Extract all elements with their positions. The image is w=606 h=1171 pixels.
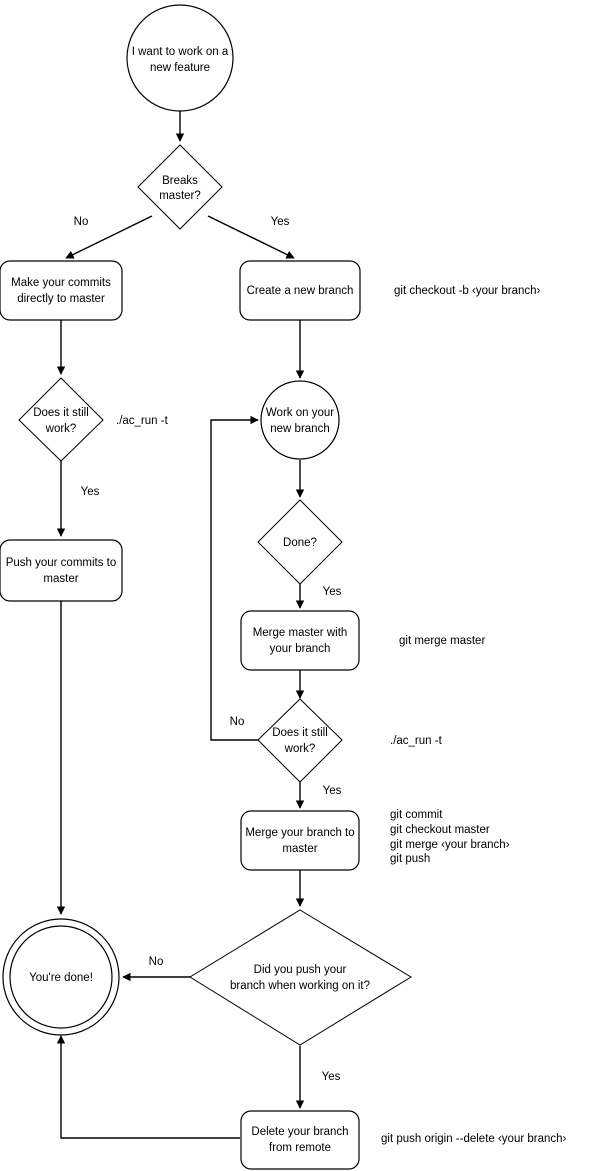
annotation-git-merge-master: git merge master bbox=[399, 635, 485, 647]
merge-branch-to-master-label-line1: Merge your branch to bbox=[245, 827, 354, 839]
make-commits-label-line1: Make your commits bbox=[11, 277, 111, 289]
breaks-master-label-line2: master? bbox=[159, 190, 201, 202]
annotation-git-push: git push bbox=[390, 853, 430, 865]
breaks-master-label-line1: Breaks bbox=[162, 175, 198, 187]
work-on-branch-circle bbox=[260, 380, 340, 460]
create-branch-label: Create a new branch bbox=[247, 285, 354, 297]
start-circle bbox=[126, 4, 234, 112]
edge-label-right-work-yes: Yes bbox=[323, 785, 342, 797]
did-you-push-diamond bbox=[189, 909, 412, 1046]
node-merge-branch-to-master[interactable]: Merge your branch to master bbox=[240, 810, 360, 871]
edge-label-done-yes: Yes bbox=[323, 586, 342, 598]
edge-label-breaks-yes: Yes bbox=[271, 216, 290, 228]
merge-master-with-branch-label-line1: Merge master with bbox=[253, 627, 348, 639]
merge-master-with-branch-box bbox=[240, 610, 360, 671]
merge-master-with-branch-label-line2: your branch bbox=[270, 643, 331, 655]
done-question-label: Done? bbox=[283, 537, 317, 549]
did-you-push-label-line1: Did you push your bbox=[254, 964, 347, 976]
merge-branch-to-master-box bbox=[240, 810, 360, 871]
edge-label-push-no: No bbox=[149, 956, 164, 968]
work-on-branch-label-line2: new branch bbox=[270, 423, 329, 435]
annotation-git-push-origin-delete: git push origin --delete ‹your branch› bbox=[381, 1133, 567, 1145]
make-commits-box bbox=[0, 260, 123, 321]
breaks-master-diamond bbox=[137, 144, 223, 230]
start-label-line2: new feature bbox=[150, 62, 210, 74]
push-commits-label-line1: Push your commits to bbox=[6, 557, 117, 569]
node-does-it-work-right[interactable]: Does it still work? bbox=[257, 698, 343, 783]
edge-label-right-work-no: No bbox=[230, 716, 245, 728]
annotation-git-checkout-master: git checkout master bbox=[390, 824, 490, 836]
node-work-on-branch[interactable]: Work on your new branch bbox=[260, 380, 340, 460]
node-done-question[interactable]: Done? bbox=[257, 499, 343, 585]
node-start[interactable]: I want to work on a new feature bbox=[126, 4, 234, 112]
merge-branch-to-master-label-line2: master bbox=[282, 843, 317, 855]
delete-branch-label-line2: from remote bbox=[269, 1142, 331, 1154]
annotation-ac-run-right: ./ac_run -t bbox=[390, 735, 443, 747]
edge-labels-layer: No Yes Yes Yes No Yes No Yes bbox=[74, 216, 342, 1083]
edge-breaks-yes-to-create-branch bbox=[207, 215, 295, 259]
youre-done-inner-circle bbox=[9, 925, 113, 1029]
node-does-it-work-left[interactable]: Does it still work? bbox=[18, 377, 104, 462]
does-it-work-right-label-line2: work? bbox=[284, 743, 316, 755]
edge-does-it-work-right-no-loop bbox=[210, 415, 259, 741]
annotation-git-merge-your-branch: git merge ‹your branch› bbox=[390, 839, 510, 851]
youre-done-label: You're done! bbox=[29, 972, 93, 984]
annotation-ac-run-left: ./ac_run -t bbox=[116, 415, 169, 427]
node-delete-branch[interactable]: Delete your branch from remote bbox=[240, 1110, 360, 1170]
edges-layer bbox=[56, 111, 305, 1139]
edge-label-left-work-yes: Yes bbox=[81, 486, 100, 498]
work-on-branch-label-line1: Work on your bbox=[266, 407, 334, 419]
node-breaks-master[interactable]: Breaks master? bbox=[137, 144, 223, 230]
annotation-git-checkout-b: git checkout -b ‹your branch› bbox=[394, 285, 541, 297]
does-it-work-left-diamond bbox=[18, 377, 104, 462]
does-it-work-right-diamond bbox=[257, 698, 343, 783]
start-label-line1: I want to work on a bbox=[132, 46, 229, 58]
done-question-diamond bbox=[257, 499, 343, 585]
does-it-work-right-label-line1: Does it still bbox=[272, 727, 328, 739]
annotation-git-commit: git commit bbox=[390, 809, 443, 821]
make-commits-label-line2: directly to master bbox=[17, 293, 105, 305]
did-you-push-label-line2: branch when working on it? bbox=[230, 980, 370, 992]
does-it-work-left-label-line1: Does it still bbox=[33, 407, 89, 419]
delete-branch-box bbox=[240, 1110, 360, 1170]
node-create-branch[interactable]: Create a new branch bbox=[239, 260, 361, 321]
edge-breaks-no-to-make-commits bbox=[65, 215, 153, 259]
annotations-layer: git checkout -b ‹your branch› ./ac_run -… bbox=[116, 285, 567, 1145]
create-branch-box bbox=[239, 260, 361, 321]
edge-delete-branch-to-youre-done bbox=[56, 1035, 240, 1139]
edge-label-push-yes: Yes bbox=[322, 1071, 341, 1083]
delete-branch-label-line1: Delete your branch bbox=[251, 1126, 348, 1138]
edge-label-breaks-no: No bbox=[74, 216, 89, 228]
node-did-you-push[interactable]: Did you push your branch when working on… bbox=[189, 909, 412, 1046]
node-merge-master-with-branch[interactable]: Merge master with your branch bbox=[240, 610, 360, 671]
node-push-commits[interactable]: Push your commits to master bbox=[0, 539, 123, 602]
node-youre-done[interactable]: You're done! bbox=[2, 918, 120, 1036]
does-it-work-left-label-line2: work? bbox=[45, 423, 77, 435]
push-commits-label-line2: master bbox=[43, 573, 78, 585]
push-commits-box bbox=[0, 539, 123, 602]
node-make-commits[interactable]: Make your commits directly to master bbox=[0, 260, 123, 321]
